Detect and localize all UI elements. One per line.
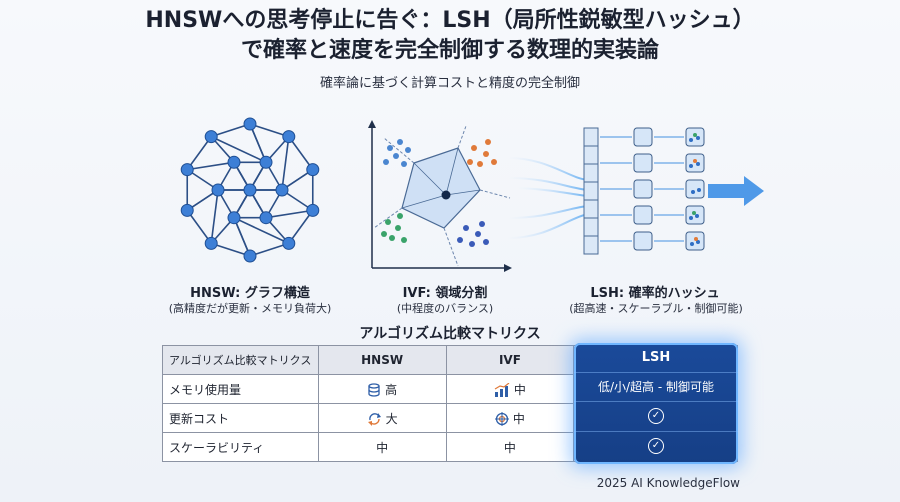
graph-edge <box>187 161 235 171</box>
graph-node <box>204 236 218 250</box>
title-line-1: HNSWへの思考停止に告ぐ：LSH（局所性鋭敏型ハッシュ） <box>145 8 755 33</box>
graph-edge <box>210 123 251 138</box>
graph-node <box>259 155 273 169</box>
graph-edge <box>233 216 290 245</box>
cell-lsh-update: ✓ <box>574 402 738 432</box>
page-subtitle: 確率論に基づく計算コストと精度の完全制御 <box>319 76 580 91</box>
graph-edge <box>186 136 212 171</box>
lsh-caption-subtitle: (超高速・スケーラブル・制御可能) <box>569 302 743 315</box>
ivf-caption-subtitle: (中程度のバランス) <box>396 302 494 315</box>
graph-edge <box>265 209 313 219</box>
graph-node <box>275 183 289 197</box>
graph-edge <box>288 209 314 244</box>
row-label-scalability: スケーラビリティ <box>162 432 319 462</box>
graph-node <box>282 130 296 144</box>
title-line-2: で確率と速度を完全制御する数理的実装論 <box>240 38 659 63</box>
graph-node <box>243 117 257 131</box>
cell-ivf-memory-value: 中 <box>513 382 526 397</box>
graph-edge <box>210 242 251 257</box>
graph-node <box>282 236 296 250</box>
cell-ivf-update-value: 中 <box>512 411 525 426</box>
ivf-caption-title: IVF: 領域分割 <box>402 286 488 301</box>
cell-ivf-update: 中 <box>445 403 575 433</box>
graph-edge <box>210 189 219 244</box>
target-icon <box>494 411 509 426</box>
cell-ivf-memory: 中 <box>445 374 575 404</box>
graph-node <box>180 203 194 217</box>
graph-node <box>306 163 320 177</box>
matrix-corner-label: アルゴリズム比較マトリクス <box>162 345 319 375</box>
ivf-partition-icon <box>362 118 514 276</box>
graph-node <box>243 249 257 263</box>
cell-hnsw-memory-value: 高 <box>385 382 398 397</box>
row-label-update-cost: 更新コスト <box>162 403 319 433</box>
graph-node <box>259 211 273 225</box>
matrix-header-lsh: LSH <box>574 343 738 373</box>
hnsw-caption-subtitle: (高精度だが更新・メモリ負荷大) <box>168 302 332 315</box>
graph-node <box>227 155 241 169</box>
check-icon: ✓ <box>648 438 664 455</box>
page-title: HNSWへの思考停止に告ぐ：LSH（局所性鋭敏型ハッシュ） で確率と速度を完全制… <box>0 6 900 66</box>
hnsw-caption-title: HNSW: グラフ構造 <box>190 286 310 301</box>
graph-edge <box>186 209 212 244</box>
cell-lsh-memory: 低/小/超高 - 制御可能 <box>574 373 738 402</box>
graph-edge <box>281 136 290 191</box>
graph-node <box>211 183 225 197</box>
graph-edge <box>210 135 267 164</box>
matrix-header-hnsw: HNSW <box>317 345 447 375</box>
graph-edge <box>249 242 290 257</box>
refresh-icon <box>367 412 381 426</box>
cell-hnsw-update-value: 大 <box>385 411 398 426</box>
check-icon: ✓ <box>648 408 664 425</box>
lsh-hash-icon <box>508 118 766 268</box>
cell-hnsw-memory: 高 <box>317 374 447 404</box>
graph-node <box>227 211 241 225</box>
database-icon <box>368 382 380 397</box>
cell-hnsw-scalability: 中 <box>317 432 447 462</box>
lsh-caption-title: LSH: 確率的ハッシュ <box>590 286 720 301</box>
graph-edge <box>288 136 314 171</box>
matrix-header-ivf: IVF <box>445 345 575 375</box>
row-label-memory: メモリ使用量 <box>162 374 319 404</box>
graph-edge <box>233 217 251 257</box>
matrix-title: アルゴリズム比較マトリクス <box>359 326 541 342</box>
cell-hnsw-update: 大 <box>317 403 447 433</box>
graph-node <box>180 163 194 177</box>
bar-chart-icon <box>494 382 510 397</box>
footer-credit: 2025 AI KnowledgeFlow <box>596 476 740 490</box>
cell-ivf-scalability: 中 <box>445 432 575 462</box>
graph-node <box>243 183 257 197</box>
table-row: メモリ使用量 高 中 <box>162 374 738 404</box>
graph-node <box>204 130 218 144</box>
graph-node <box>306 203 320 217</box>
lsh-highlight-column: LSH 低/小/超高 - 制御可能 ✓ ✓ <box>574 343 738 464</box>
graph-edge <box>249 123 290 138</box>
hnsw-graph-icon <box>170 110 330 270</box>
cell-lsh-scalability: ✓ <box>574 432 738 462</box>
graph-edge <box>249 123 267 163</box>
